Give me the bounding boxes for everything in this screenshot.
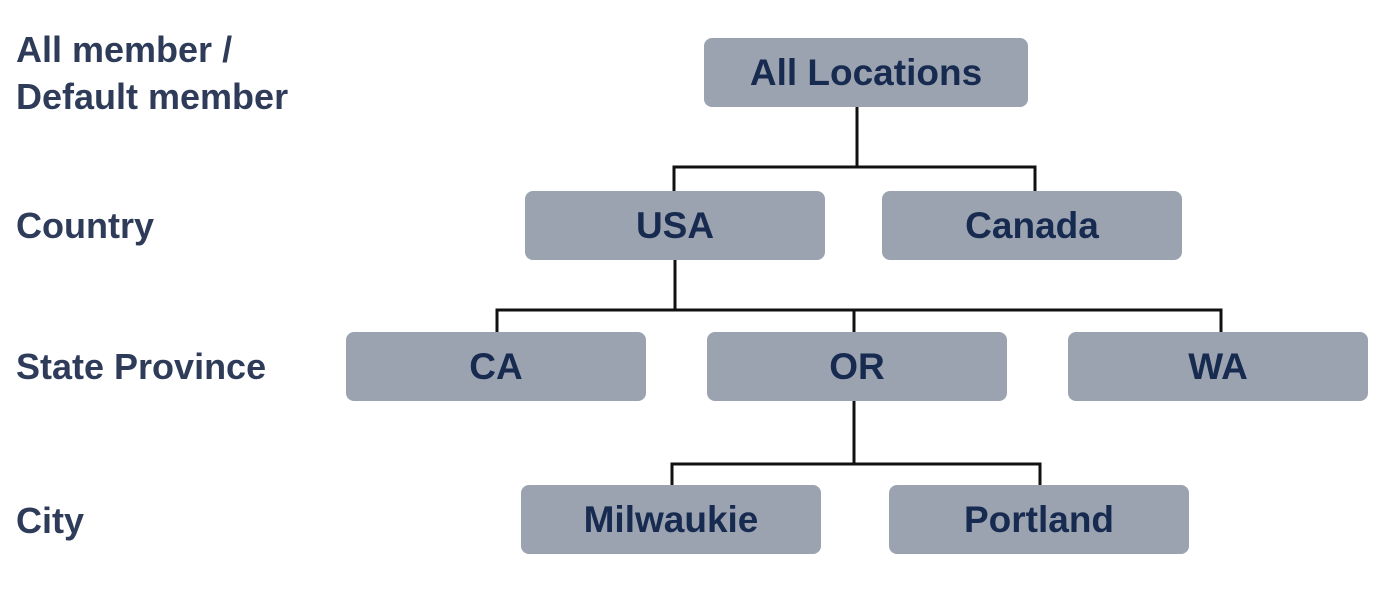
node-or: OR xyxy=(707,332,1007,401)
node-wa: WA xyxy=(1068,332,1368,401)
connector-all-locations-to-countries xyxy=(672,105,1037,193)
level-label-all-member-line1: All member / xyxy=(16,29,233,70)
level-label-all-member-line2: Default member xyxy=(16,76,289,117)
node-canada: Canada xyxy=(882,191,1182,260)
level-label-country: Country xyxy=(16,205,154,246)
connector-or-to-cities xyxy=(670,399,1042,487)
level-label-all-member: All member / Default member xyxy=(16,26,288,120)
node-all-locations: All Locations xyxy=(704,38,1028,107)
level-label-city: City xyxy=(16,500,85,541)
node-milwaukie: Milwaukie xyxy=(521,485,821,554)
connector-usa-to-states xyxy=(495,258,1223,334)
node-usa: USA xyxy=(525,191,825,260)
node-ca: CA xyxy=(346,332,646,401)
node-portland: Portland xyxy=(889,485,1189,554)
level-label-state-province: State Province xyxy=(16,346,267,387)
